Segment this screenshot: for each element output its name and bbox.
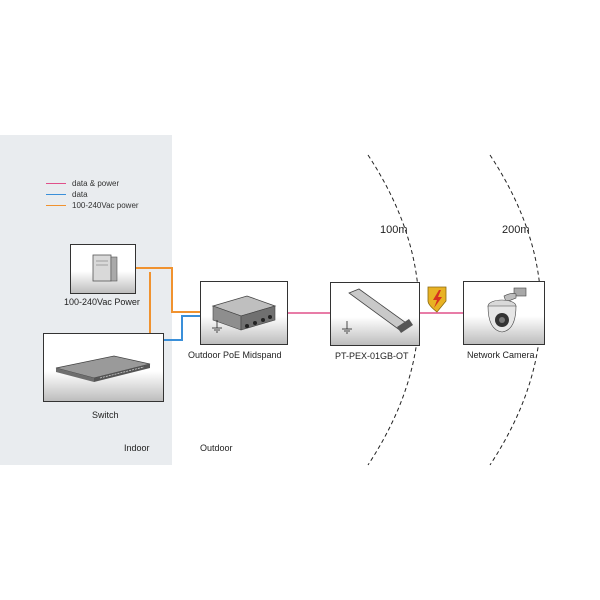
extender-box [330, 282, 420, 346]
outdoor-label: Outdoor [200, 443, 233, 453]
power-label: 100-240Vac Power [64, 297, 140, 307]
data-line-switch-to-midspan [162, 315, 200, 341]
midspan-label: Outdoor PoE Midspand [188, 350, 282, 360]
power-swatch [46, 204, 66, 207]
ground-icon [342, 321, 352, 334]
distance-200m: 200m [502, 224, 530, 236]
switch-box [43, 333, 164, 402]
surge-protection-shield-icon [427, 286, 447, 313]
legend-label: data [72, 190, 88, 199]
legend-item-power: 100-240Vac power [46, 200, 139, 211]
indoor-label: Indoor [124, 443, 150, 453]
switch-label: Switch [92, 410, 119, 420]
camera-box [463, 281, 545, 345]
ground-icon [212, 320, 222, 333]
extender-label: PT-PEX-01GB-OT [335, 351, 409, 361]
data-power-swatch [46, 182, 66, 185]
midspan-icon [211, 295, 277, 333]
distance-100m: 100m [380, 224, 408, 236]
data-swatch [46, 193, 66, 196]
power-device-box [70, 244, 136, 294]
power-line-to-midspan [134, 267, 200, 313]
midspan-box [200, 281, 288, 345]
legend-item-data-power: data & power [46, 178, 139, 189]
legend-label: data & power [72, 179, 120, 188]
camera-label: Network Camera [467, 350, 535, 360]
extender-icon [342, 288, 413, 334]
legend-label: 100-240Vac power [72, 201, 139, 210]
power-supply-icon [92, 254, 118, 282]
legend: data & power data 100-240Vac power [46, 178, 139, 211]
ptz-camera-icon [487, 287, 527, 333]
indoor-area [0, 135, 172, 465]
switch-icon [55, 355, 151, 382]
legend-item-data: data [46, 189, 139, 200]
